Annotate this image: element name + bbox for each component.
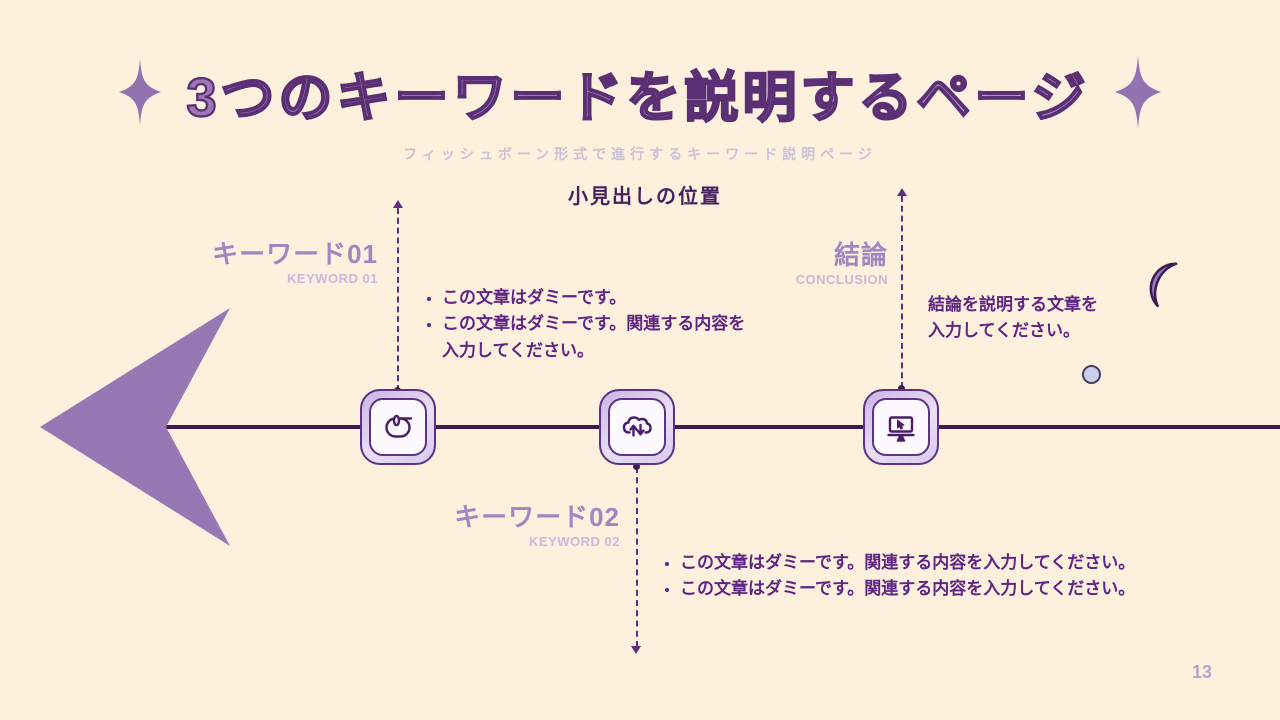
title-row: 3つのキーワードを説明するページ: [0, 52, 1280, 132]
subheading: 小見出しの位置: [568, 186, 722, 208]
sparkle-icon-left: [118, 58, 161, 126]
step-box-2-inner: [608, 398, 666, 456]
keyword1-sublabel: KEYWORD 01: [287, 270, 378, 286]
branch-line-keyword2: [636, 467, 638, 647]
branch-line-conclusion: [901, 196, 903, 388]
sparkle-icon-right: [1115, 55, 1162, 129]
step-box-3-inner: [872, 398, 930, 456]
page-number: 13: [1191, 662, 1213, 682]
step-box-2: [599, 389, 675, 465]
cloud-sync-icon: [622, 416, 652, 437]
branch-dot-conclusion: [898, 385, 905, 392]
page-subtitle: フィッシュボーン形式で進行するキーワード説明ページ: [403, 146, 877, 162]
keyword2-bullet-list: この文章はダミーです。関連する内容を入力してください。 この文章はダミーです。関…: [660, 550, 1180, 603]
bullet-item: この文章はダミーです。関連する内容を入力してください。: [680, 576, 1180, 602]
moon-icon: [1149, 262, 1178, 308]
bullet-item: この文章はダミーです。: [442, 285, 756, 311]
conclusion-label: 結論: [833, 240, 888, 270]
monitor-cursor-icon: [887, 416, 915, 442]
keyword1-label-block: キーワード01 KEYWORD 01: [150, 240, 378, 286]
branch-arrowhead-conclusion: [897, 188, 907, 196]
branch-dot-keyword2: [633, 463, 640, 470]
conclusion-label-block: 結論 CONCLUSION: [688, 241, 888, 287]
fishbone-spine-line: [162, 425, 1280, 429]
bullet-item: この文章はダミーです。関連する内容を入力してください。: [680, 550, 1180, 576]
step-box-1: [360, 389, 436, 465]
arrow-left-decoration: [40, 308, 230, 546]
conclusion-text: 結論を説明する文章を入力してください。: [928, 295, 1098, 341]
keyword1-bullet-list: この文章はダミーです。 この文章はダミーです。関連する内容を入力してください。: [422, 285, 756, 364]
branch-arrowhead-keyword2: [631, 646, 641, 654]
branch-line-keyword1: [397, 208, 399, 391]
keyword2-label: キーワード02: [454, 502, 620, 532]
circle-decoration: [1082, 365, 1101, 384]
keyword2-sublabel: KEYWORD 02: [529, 533, 620, 549]
step-box-3: [863, 389, 939, 465]
step-box-1-inner: [369, 398, 427, 456]
keyword1-label: キーワード01: [212, 239, 378, 269]
page-title: 3つのキーワードを説明するページ: [185, 53, 1090, 132]
bullet-item: この文章はダミーです。関連する内容を入力してください。: [442, 311, 756, 364]
mouse-icon: [385, 414, 413, 438]
branch-arrowhead-keyword1: [393, 200, 403, 208]
conclusion-sublabel: CONCLUSION: [795, 271, 888, 287]
keyword2-label-block: キーワード02 KEYWORD 02: [400, 503, 620, 549]
